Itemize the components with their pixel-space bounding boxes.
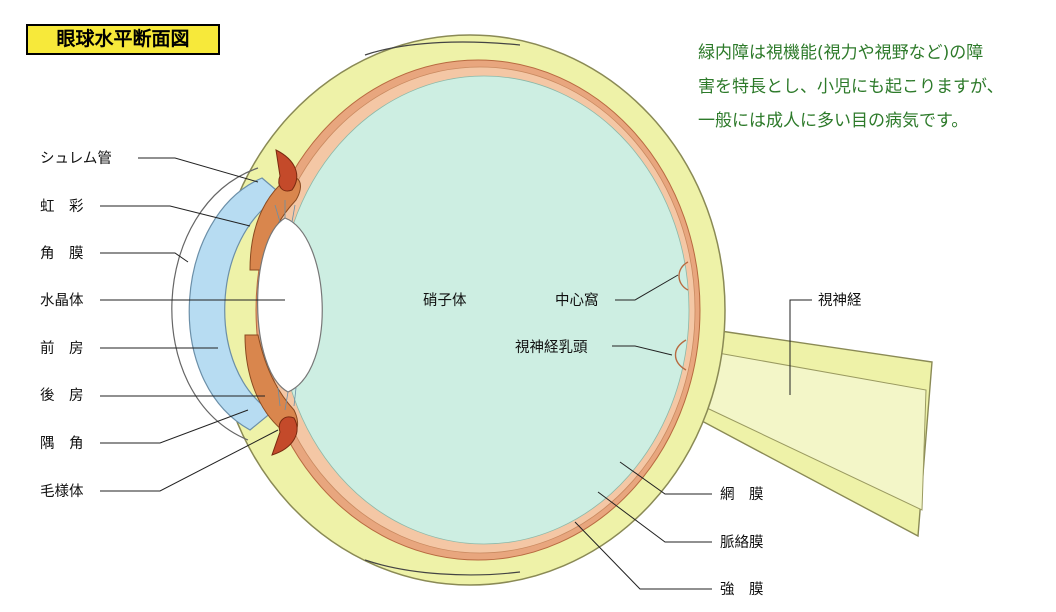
optic-disc (674, 339, 687, 371)
fovea-notch (678, 261, 689, 291)
leader-iris (100, 205, 251, 227)
label-optic-disc: 視神経乳頭 (515, 339, 588, 356)
label-sclera: 強 膜 (720, 581, 764, 598)
leader-optic-disc (612, 345, 673, 356)
leader-ciliary (100, 429, 279, 492)
label-optic-nerve: 視神経 (818, 292, 862, 309)
leader-angle (100, 409, 249, 444)
cornea-outer-outline (171, 167, 259, 441)
label-posterior-chamber: 後 房 (40, 387, 84, 404)
ciliary-body-lower (271, 416, 298, 456)
description-line-1: 緑内障は視機能(視力や視野など)の障 (698, 43, 984, 63)
eyelid-upper (364, 41, 521, 56)
label-cornea: 角 膜 (40, 245, 84, 262)
leader-cornea (100, 252, 189, 263)
label-choroid: 脈絡膜 (720, 534, 764, 551)
vitreous-body (278, 75, 690, 545)
label-lens: 水晶体 (40, 292, 84, 309)
leader-choroid (597, 491, 712, 543)
label-anterior-chamber: 前 房 (40, 340, 84, 357)
diagram-title: 眼球水平断面図 (26, 24, 220, 55)
label-fovea: 中心窩 (555, 292, 599, 309)
zonule-upper (274, 200, 296, 223)
leader-sclera (574, 521, 712, 590)
cornea (188, 177, 284, 431)
ciliary-body-upper (275, 149, 298, 192)
label-iris: 虹 彩 (40, 198, 84, 215)
leader-retina (619, 461, 712, 495)
eyelid-lower (364, 559, 521, 576)
zonule-lower (277, 387, 297, 411)
label-retina: 網 膜 (720, 486, 764, 503)
leader-optic-nerve (789, 299, 812, 395)
label-angle: 隅 角 (40, 435, 84, 452)
leader-fovea (615, 274, 679, 301)
crystalline-lens (257, 217, 323, 393)
label-ciliary-body: 毛様体 (40, 483, 84, 500)
leader-schlemm (138, 157, 259, 183)
label-vitreous: 硝子体 (423, 292, 467, 309)
label-schlemm-canal: シュレム管 (40, 150, 112, 167)
description-line-3: 一般には成人に多い目の病気です。 (698, 111, 969, 131)
description-line-2: 害を特長とし、小児にも起こりますが、 (698, 77, 1004, 97)
